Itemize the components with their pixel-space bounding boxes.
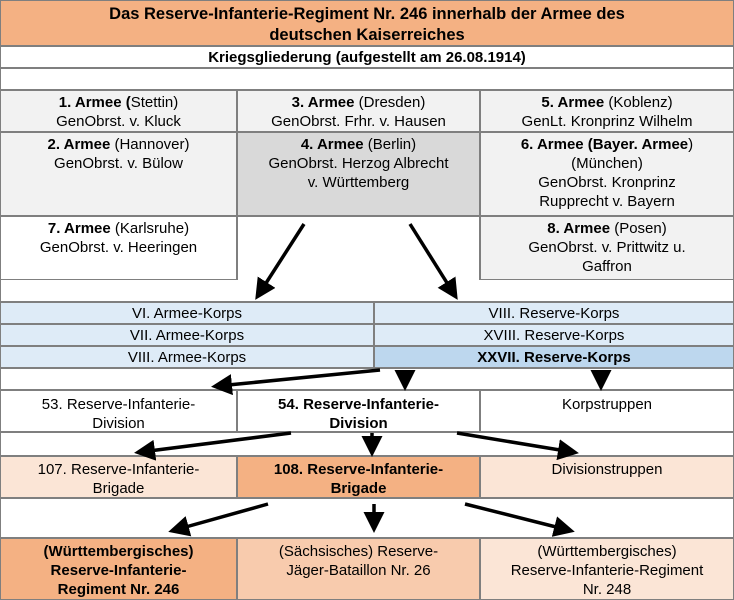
diagram-subtitle: Kriegsgliederung (aufgestellt am 26.08.1… bbox=[0, 46, 734, 68]
corps-vi: VI. Armee-Korps bbox=[0, 302, 374, 324]
rir-246: (Württembergisches)Reserve-Infanterie-Re… bbox=[0, 538, 237, 600]
arrow-div-divtruppen bbox=[456, 431, 579, 461]
arrow-div-brig107 bbox=[134, 431, 292, 461]
diagram-title: Das Reserve-Infanterie-Regiment Nr. 246 … bbox=[0, 0, 734, 46]
arrow-army4-right bbox=[408, 223, 458, 300]
arrow-corps-div53 bbox=[211, 368, 381, 396]
army-3: 3. Armee (Dresden) GenObrst. Frhr. v. Ha… bbox=[237, 90, 480, 132]
army-6: 6. Armee (Bayer. Armee) (München) GenObr… bbox=[480, 132, 734, 216]
reserve-corps-xviii: XVIII. Reserve-Korps bbox=[374, 324, 734, 346]
arrow-army4-left bbox=[255, 223, 306, 300]
reserve-corps-viii: VIII. Reserve-Korps bbox=[374, 302, 734, 324]
brigade-107: 107. Reserve-Infanterie-Brigade bbox=[0, 456, 237, 498]
arrow-brig-rir246 bbox=[168, 502, 269, 537]
army-7: 7. Armee (Karlsruhe) GenObrst. v. Heerin… bbox=[0, 216, 237, 280]
army-8: 8. Armee (Posen) GenObrst. v. Prittwitz … bbox=[480, 216, 734, 280]
title-line-2: deutschen Kaiserreiches bbox=[269, 26, 465, 44]
title-line-1: Das Reserve-Infanterie-Regiment Nr. 246 … bbox=[109, 5, 625, 23]
army-5: 5. Armee (Koblenz) GenLt. Kronprinz Wilh… bbox=[480, 90, 734, 132]
division-53: 53. Reserve-Infanterie-Division bbox=[0, 390, 237, 432]
arrow-brig-rir248 bbox=[464, 502, 575, 537]
division-54: 54. Reserve-Infanterie-Division bbox=[237, 390, 480, 432]
corps-vii: VII. Armee-Korps bbox=[0, 324, 374, 346]
reserve-corps-xxvii: XXVII. Reserve-Korps bbox=[374, 346, 734, 368]
corps-viii: VIII. Armee-Korps bbox=[0, 346, 374, 368]
brigade-108: 108. Reserve-Infanterie-Brigade bbox=[237, 456, 480, 498]
army-1: 1. Armee (Stettin) GenObrst. v. Kluck bbox=[0, 90, 237, 132]
army-2: 2. Armee (Hannover) GenObrst. v. Bülow bbox=[0, 132, 237, 216]
army-4: 4. Armee (Berlin) GenObrst. Herzog Albre… bbox=[237, 132, 480, 216]
